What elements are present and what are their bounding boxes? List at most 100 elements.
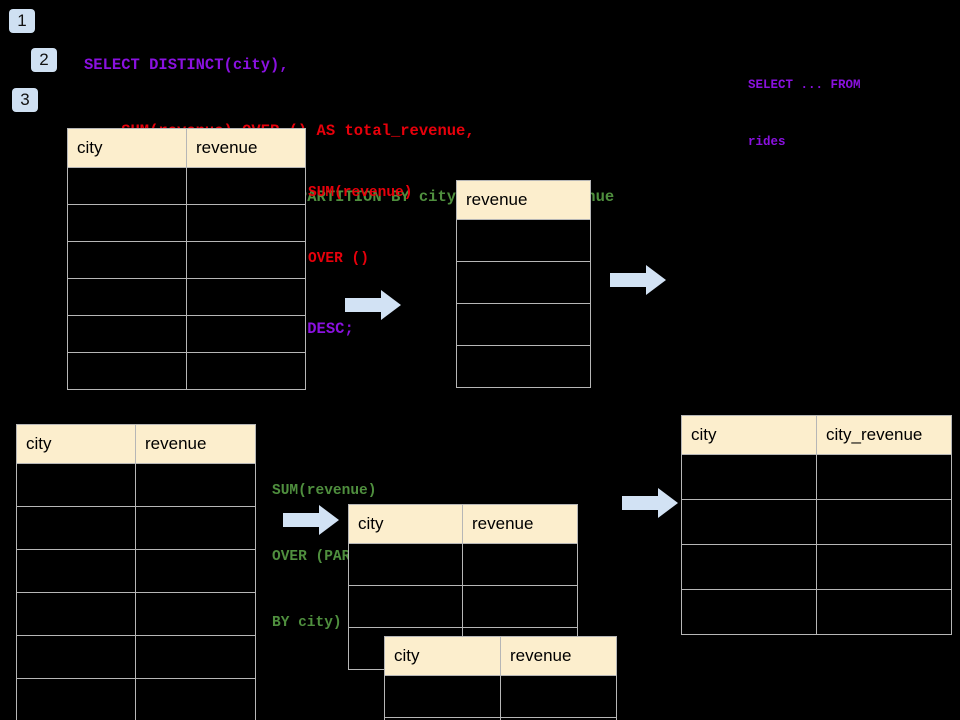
table-cell bbox=[16, 635, 136, 679]
table-cell bbox=[456, 261, 591, 304]
table-cell bbox=[186, 204, 306, 242]
table-row bbox=[681, 454, 952, 500]
table-source-bottom-header-row: city revenue bbox=[16, 424, 256, 464]
step-badge-1-label: 1 bbox=[17, 11, 27, 30]
table-cell bbox=[816, 589, 952, 635]
table-cell bbox=[186, 352, 306, 390]
table-cell bbox=[16, 592, 136, 636]
table-source-bottom-header-revenue: revenue bbox=[135, 424, 256, 464]
side-note-line-2: rides bbox=[748, 135, 786, 149]
arrow-right-icon-3 bbox=[283, 503, 343, 537]
annotation-city-revenue-line-3: BY city) bbox=[272, 615, 342, 631]
table-row bbox=[67, 204, 306, 242]
table-cell bbox=[16, 506, 136, 550]
table-row bbox=[348, 585, 578, 628]
step-badge-3-label: 3 bbox=[20, 90, 30, 109]
table-cell bbox=[500, 675, 617, 718]
annotation-total-revenue-line-2: OVER () bbox=[308, 251, 369, 267]
table-cell bbox=[816, 499, 952, 545]
table-cell bbox=[67, 241, 187, 279]
table-cell bbox=[500, 717, 617, 720]
table-row bbox=[16, 463, 256, 507]
table-cell bbox=[135, 549, 256, 593]
table-row bbox=[456, 345, 591, 388]
table-row bbox=[681, 544, 952, 590]
sql-line-select: SELECT DISTINCT(city), bbox=[84, 56, 289, 74]
table-cell bbox=[681, 454, 817, 500]
table-cell bbox=[456, 303, 591, 346]
table-cell bbox=[816, 454, 952, 500]
table-total-revenue-header-revenue: revenue bbox=[456, 180, 591, 220]
table-cell bbox=[135, 592, 256, 636]
table-row bbox=[384, 675, 617, 718]
table-cell bbox=[16, 463, 136, 507]
table-cell bbox=[186, 315, 306, 353]
table-result-header-city: city bbox=[681, 415, 817, 455]
table-cell bbox=[462, 585, 578, 628]
table-source-top-header-city: city bbox=[67, 128, 187, 168]
table-row bbox=[16, 506, 256, 550]
table-result-header-row: city city_revenue bbox=[681, 415, 952, 455]
table-cell bbox=[348, 585, 463, 628]
table-partition-back-header-revenue: revenue bbox=[462, 504, 578, 544]
table-source-top: city revenue bbox=[67, 128, 306, 390]
table-row bbox=[681, 589, 952, 635]
annotation-total-revenue: SUM(revenue) OVER () bbox=[308, 138, 412, 314]
table-row bbox=[456, 219, 591, 262]
table-partition-front-header-row: city revenue bbox=[384, 636, 617, 676]
table-result: city city_revenue bbox=[681, 415, 952, 635]
table-cell bbox=[186, 278, 306, 316]
table-cell bbox=[384, 675, 501, 718]
arrow-right-icon-1 bbox=[345, 288, 405, 322]
table-partition-front-header-city: city bbox=[384, 636, 501, 676]
table-source-bottom-header-city: city bbox=[16, 424, 136, 464]
table-row bbox=[67, 278, 306, 316]
table-cell bbox=[186, 167, 306, 205]
table-partition-back-header-row: city revenue bbox=[348, 504, 578, 544]
table-row bbox=[16, 592, 256, 636]
table-cell bbox=[16, 549, 136, 593]
table-cell bbox=[816, 544, 952, 590]
table-row bbox=[16, 678, 256, 720]
table-cell bbox=[456, 345, 591, 388]
table-cell bbox=[135, 678, 256, 720]
table-row bbox=[67, 167, 306, 205]
table-cell bbox=[135, 635, 256, 679]
table-result-header-city-revenue: city_revenue bbox=[816, 415, 952, 455]
table-row bbox=[384, 717, 617, 720]
table-source-bottom: city revenue bbox=[16, 424, 256, 720]
table-row bbox=[67, 315, 306, 353]
table-cell bbox=[135, 506, 256, 550]
table-total-revenue: revenue bbox=[456, 180, 591, 388]
table-cell bbox=[186, 241, 306, 279]
table-partition-front-header-revenue: revenue bbox=[500, 636, 617, 676]
step-badge-3: 3 bbox=[12, 88, 38, 112]
table-row bbox=[456, 303, 591, 346]
table-cell bbox=[348, 543, 463, 586]
side-note-select-from: SELECT ... FROM rides bbox=[748, 38, 861, 190]
annotation-city-revenue-line-1: SUM(revenue) bbox=[272, 483, 377, 499]
table-row bbox=[456, 261, 591, 304]
table-cell bbox=[67, 315, 187, 353]
step-badge-1: 1 bbox=[9, 9, 35, 33]
annotation-city-revenue: SUM(revenue) OVER (PARTITION BY city) bbox=[272, 436, 403, 678]
table-cell bbox=[456, 219, 591, 262]
table-total-revenue-header-row: revenue bbox=[456, 180, 591, 220]
table-cell bbox=[16, 678, 136, 720]
table-partition-front: city revenue bbox=[384, 636, 617, 720]
table-cell bbox=[67, 352, 187, 390]
table-cell bbox=[681, 544, 817, 590]
step-badge-2-label: 2 bbox=[39, 50, 49, 69]
arrow-right-icon-2 bbox=[610, 263, 670, 297]
table-cell bbox=[681, 589, 817, 635]
table-source-top-header-revenue: revenue bbox=[186, 128, 306, 168]
table-row bbox=[67, 352, 306, 390]
table-cell bbox=[67, 204, 187, 242]
table-row bbox=[16, 549, 256, 593]
table-partition-back-header-city: city bbox=[348, 504, 463, 544]
table-cell bbox=[135, 463, 256, 507]
step-badge-2: 2 bbox=[31, 48, 57, 72]
table-cell bbox=[681, 499, 817, 545]
table-row bbox=[348, 543, 578, 586]
